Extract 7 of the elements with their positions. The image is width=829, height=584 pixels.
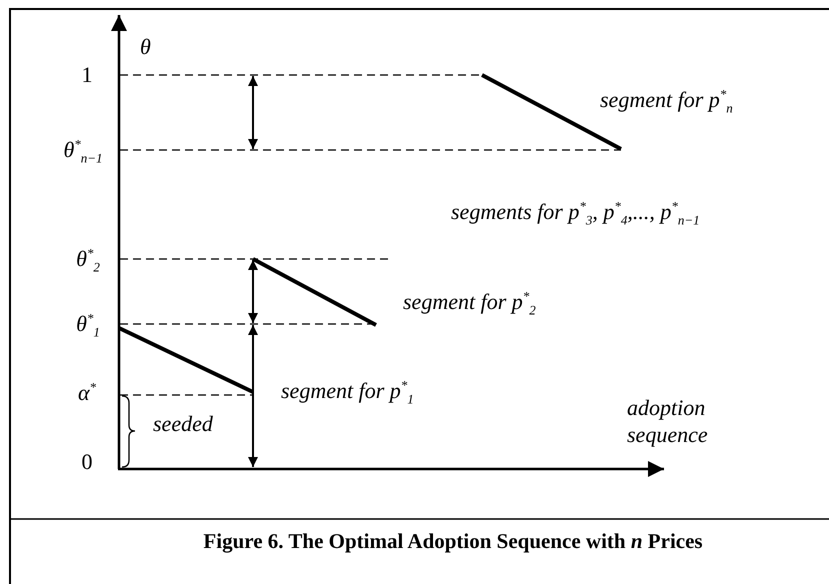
brace-label: seeded bbox=[153, 413, 213, 435]
tick-label: 1 bbox=[82, 64, 92, 86]
tick-label: 0 bbox=[82, 451, 92, 473]
figure-caption: Figure 6. The Optimal Adoption Sequence with n Prices bbox=[202, 529, 704, 554]
tick-label: α$^{*}$ bbox=[78, 382, 96, 404]
axis-label: adoption sequence bbox=[627, 394, 709, 448]
axis-label: θ bbox=[140, 36, 151, 58]
